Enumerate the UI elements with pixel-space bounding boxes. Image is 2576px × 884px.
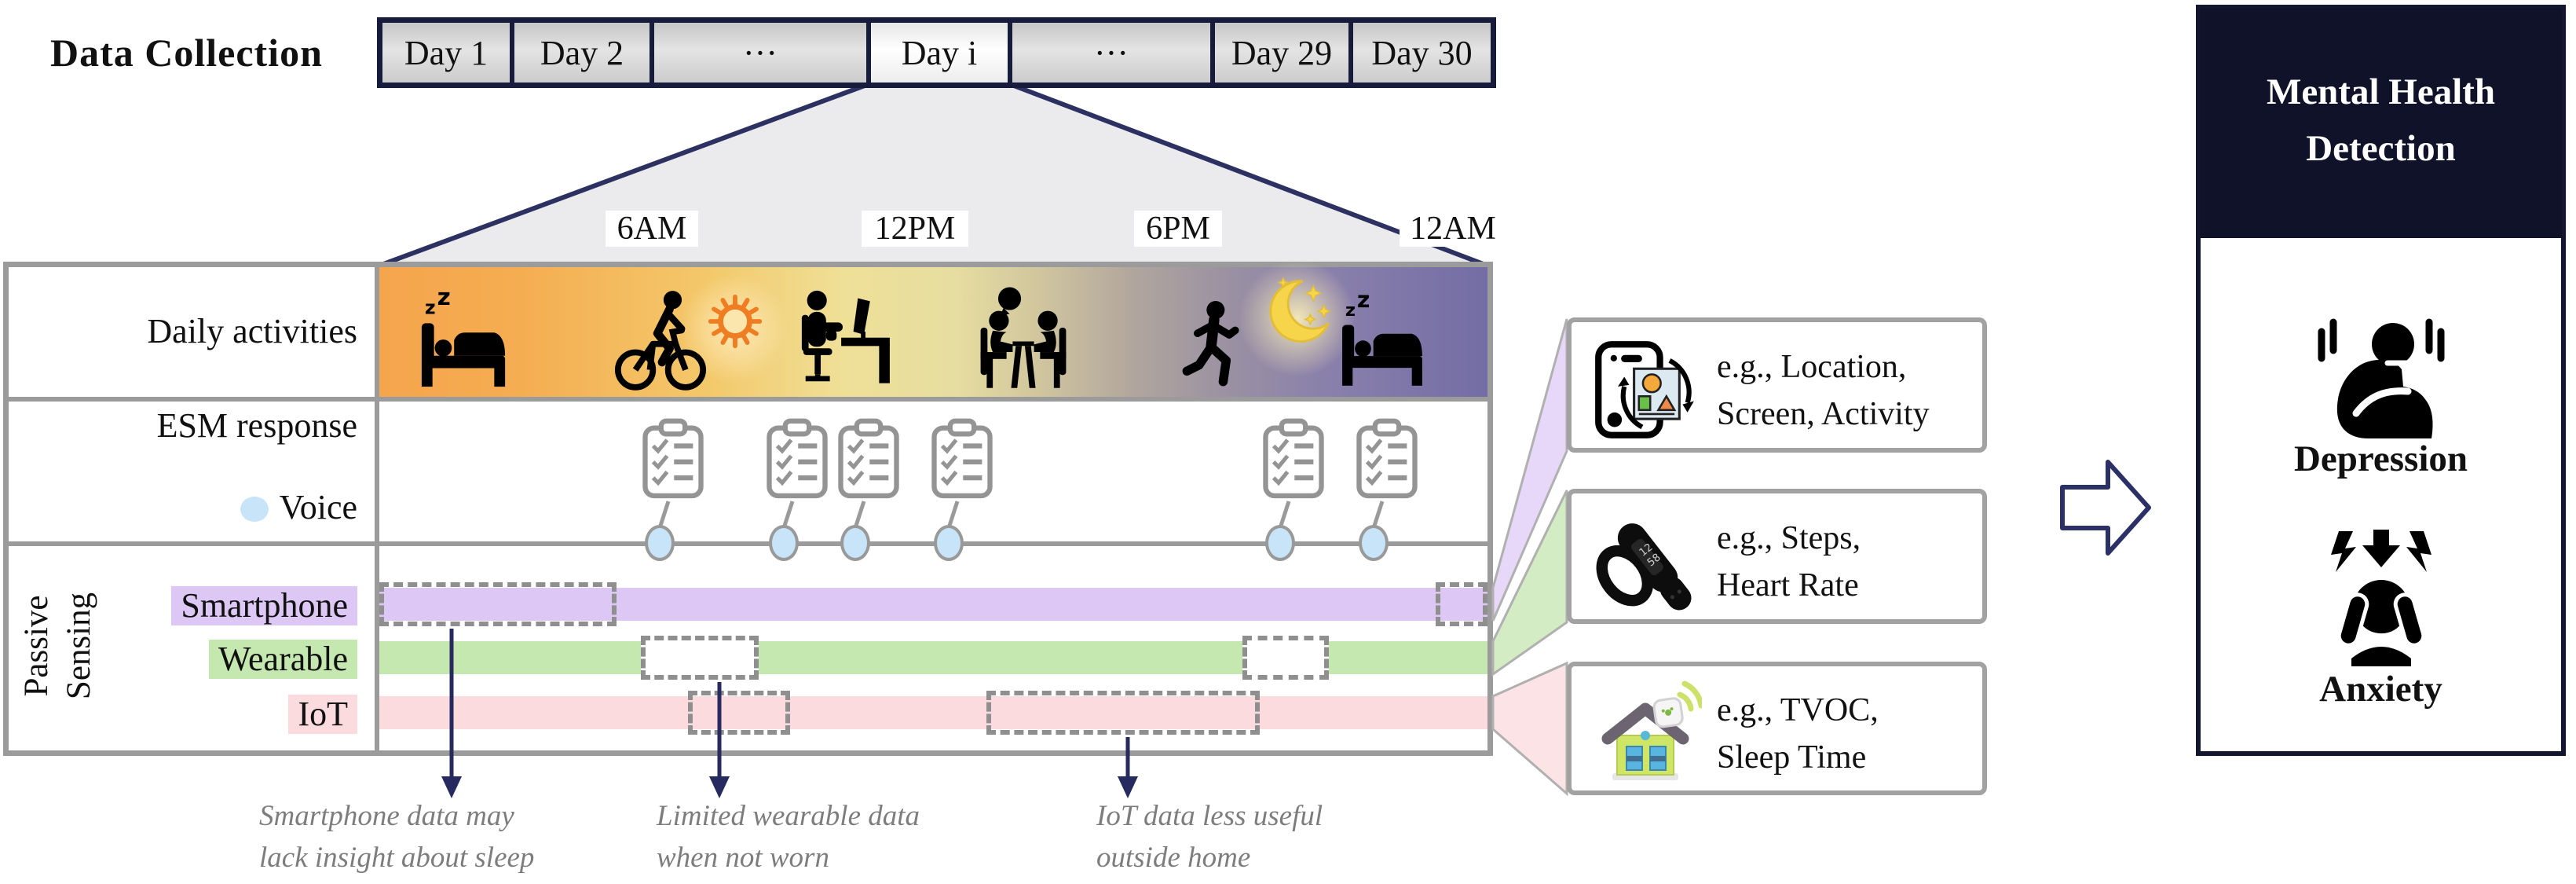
time-tick-6am: 6AM <box>606 211 698 247</box>
daily-activities-label: Daily activities <box>147 312 357 350</box>
smartphone-data-bar <box>379 588 1487 621</box>
grid-row-divider-1 <box>3 397 1493 402</box>
sun-icon <box>708 294 763 349</box>
voice-sample-dot <box>645 525 675 561</box>
voice-sample-dot <box>934 525 964 561</box>
svg-text:z: z <box>1357 292 1370 313</box>
esm-response-label: ESM response <box>156 406 357 445</box>
smartphone-callout: e.g., Location, Screen, Activity <box>1567 317 1987 453</box>
wearable-label: Wearable <box>16 639 357 679</box>
voice-sample-dot <box>769 525 799 561</box>
voice-sample-dot <box>1359 525 1389 561</box>
moon-glow <box>1239 259 1356 377</box>
esm-survey-clipboard-icon <box>931 418 993 499</box>
day-cell-30: Day 30 <box>1353 23 1491 83</box>
mental-health-panel: Mental Health Detection Depression <box>2196 5 2566 756</box>
day-cell-ellipsis-1: ··· <box>654 23 871 83</box>
depression-label: Depression <box>2293 438 2468 479</box>
smartphone-annotation: Smartphone data may lack insight about s… <box>259 800 535 874</box>
time-tick-12am: 12AM <box>1400 211 1506 247</box>
runner-icon <box>1182 300 1239 387</box>
anxiety-label: Anxiety <box>2319 669 2442 710</box>
time-tick-6pm: 6PM <box>1134 211 1222 247</box>
smartphone-sleep-gap-box <box>1436 582 1487 626</box>
daily-activities-strip: z z <box>379 259 1487 398</box>
iot-callout-text: e.g., TVOC, Sleep Time <box>1717 692 1879 776</box>
iot-outside-home-box <box>986 691 1260 735</box>
voice-label-row: Voice <box>16 487 357 527</box>
svg-text:z: z <box>1345 300 1356 321</box>
iot-outside-home-box <box>688 691 790 735</box>
iot-annotation: IoT data less useful outside home <box>1096 800 1323 874</box>
wearable-callout: 12 58 e.g., Steps, Heart Rate <box>1567 489 1987 624</box>
wearable-not-worn-gap-box <box>641 636 759 680</box>
voice-sample-dot <box>1265 525 1295 561</box>
iot-callout: e.g., TVOC, Sleep Time <box>1567 662 1987 795</box>
smartphone-sensing-icon <box>1595 341 1694 438</box>
grid-row-divider-2-esm-timeline <box>3 541 1493 546</box>
wearable-annotation: Limited wearable data when not worn <box>657 800 920 874</box>
wearable-callout-text: e.g., Steps, Heart Rate <box>1717 520 1861 603</box>
esm-survey-clipboard-icon <box>1356 418 1418 499</box>
svg-text:z: z <box>437 289 451 310</box>
sleep-bed-icon: z z <box>1342 292 1422 386</box>
esm-survey-clipboard-icon <box>642 418 704 499</box>
desk-work-icon <box>801 290 890 383</box>
day-cell-2: Day 2 <box>514 23 654 83</box>
day-cell-29: Day 29 <box>1215 23 1353 83</box>
iot-label: IoT <box>16 694 357 734</box>
meeting-icon <box>980 287 1067 388</box>
day-cell-1: Day 1 <box>382 23 514 83</box>
day-cell-i: Day i <box>871 23 1012 83</box>
data-collection-title: Data Collection <box>50 31 323 75</box>
day-strip: Day 1 Day 2 ··· Day i ··· Day 29 Day 30 <box>377 17 1496 88</box>
esm-survey-clipboard-icon <box>1263 418 1324 499</box>
smartphone-sleep-gap-box <box>379 582 617 626</box>
smart-home-icon <box>1601 680 1702 780</box>
sleep-bed-icon: z z <box>421 289 506 387</box>
anxiety-icon <box>2330 530 2431 666</box>
esm-survey-clipboard-icon <box>767 418 828 499</box>
time-tick-12pm: 12PM <box>862 211 968 247</box>
voice-sample-dot <box>840 525 870 561</box>
grid-column-divider <box>375 262 379 756</box>
smartphone-label: Smartphone <box>16 585 357 625</box>
smartphone-callout-text: e.g., Location, Screen, Activity <box>1717 349 1930 432</box>
svg-text:z: z <box>425 297 436 319</box>
wearable-not-worn-gap-box <box>1242 636 1329 680</box>
voice-label: Voice <box>279 488 357 526</box>
moon-icon <box>1269 277 1332 343</box>
day-cell-ellipsis-2: ··· <box>1012 23 1215 83</box>
funnel-left-edge <box>378 81 873 268</box>
depression-icon <box>2318 318 2444 438</box>
esm-survey-clipboard-icon <box>838 418 899 499</box>
cyclist-icon <box>615 291 706 391</box>
wearable-band-icon: 12 58 <box>1596 523 1692 611</box>
panel-header: Mental Health Detection <box>2200 9 2562 238</box>
iot-data-bar <box>379 696 1487 729</box>
voice-dot-legend <box>240 497 269 522</box>
